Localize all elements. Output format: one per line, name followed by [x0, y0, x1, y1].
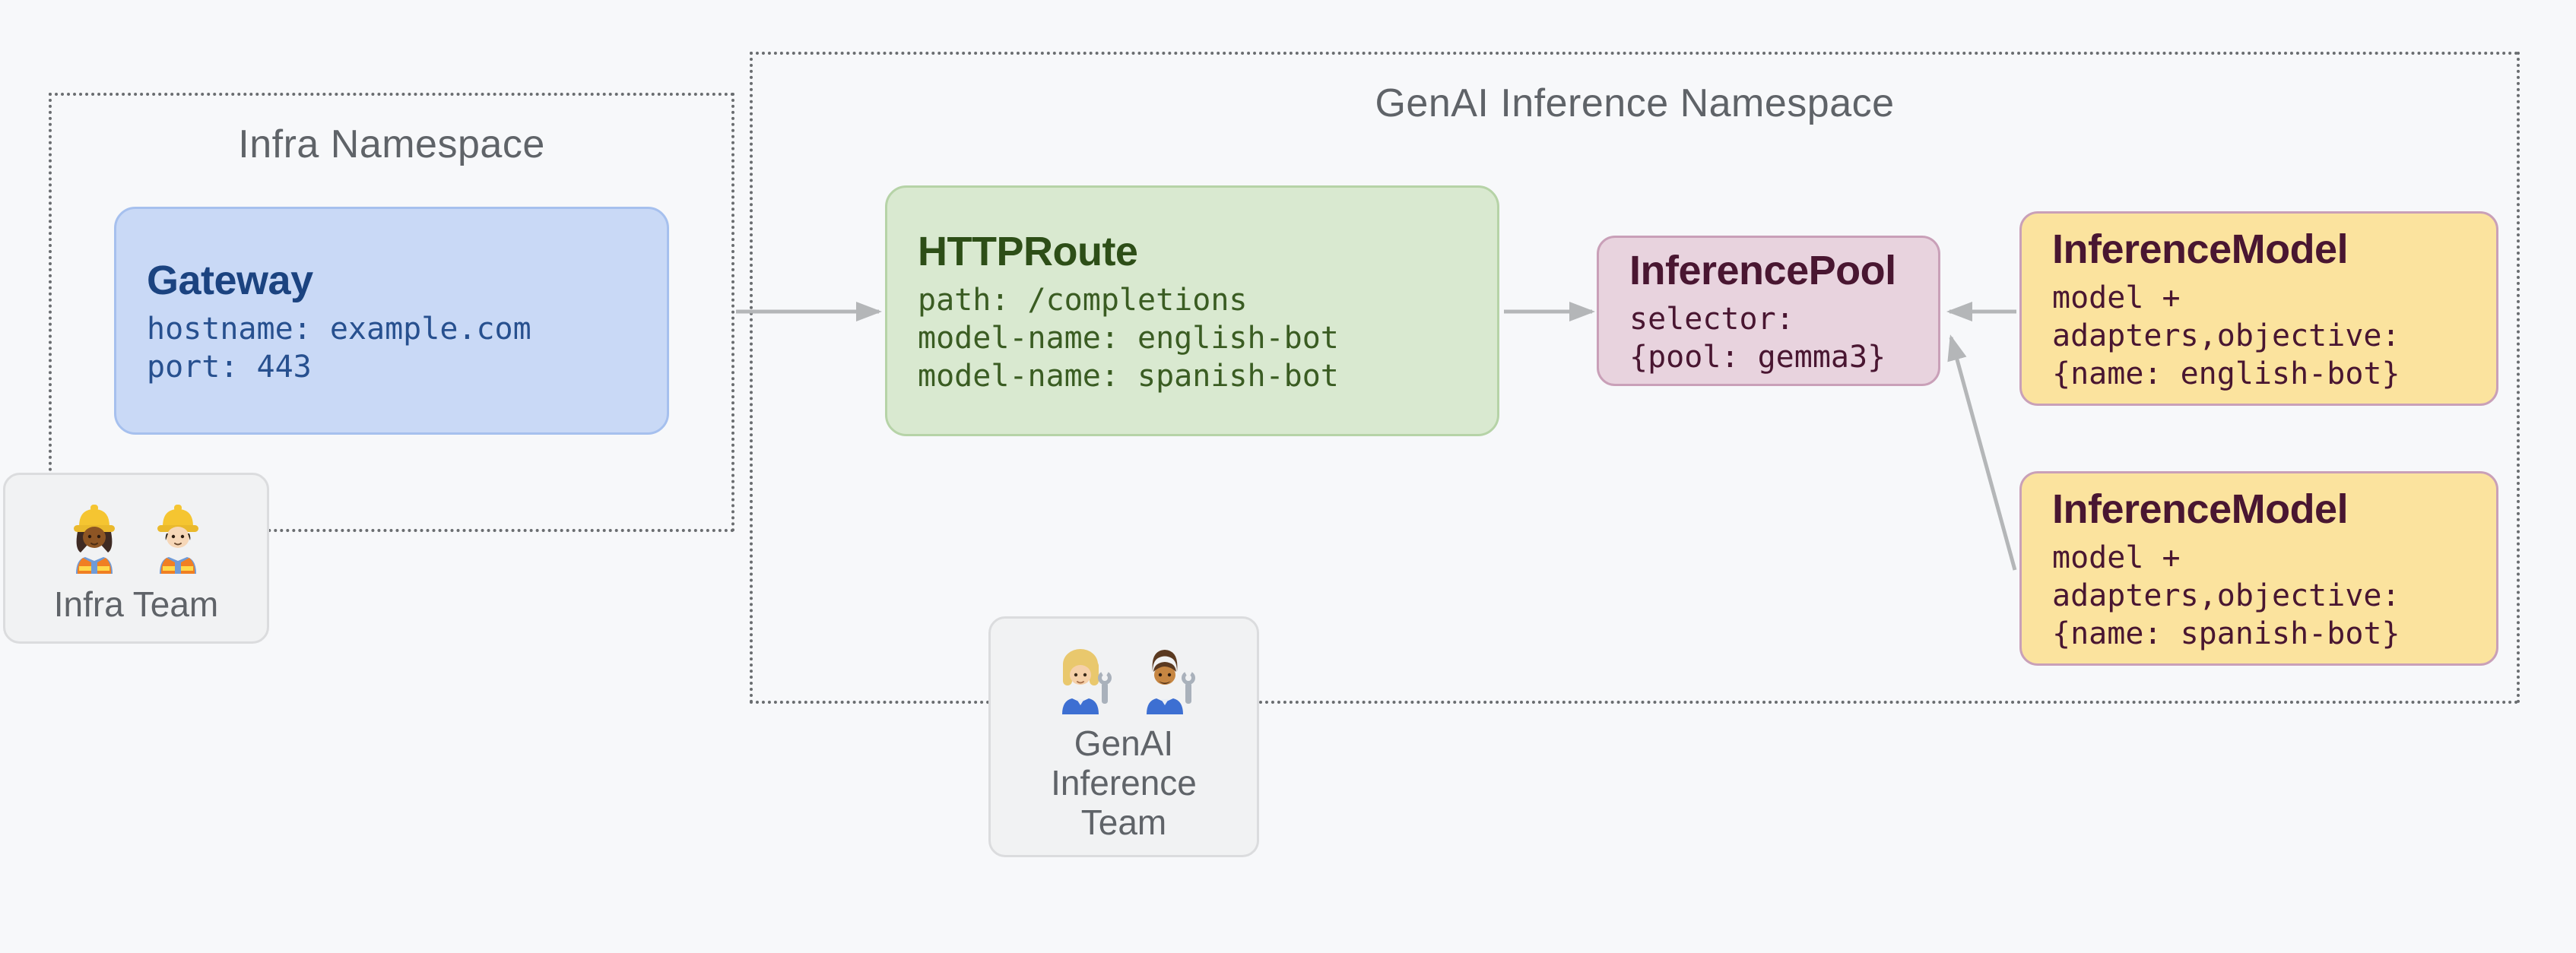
genai-team-card: GenAI Inference Team — [988, 616, 1259, 857]
inferencepool-title: InferencePool — [1629, 248, 1896, 293]
genai-namespace-box: GenAI Inference Namespace — [750, 52, 2520, 704]
inferencemodel-spanish-line3: {name: spanish-bot} — [2052, 616, 2400, 651]
inferencepool-selector: selector: — [1629, 302, 1794, 337]
infra-namespace-title: Infra Namespace — [238, 122, 545, 166]
man-mechanic-icon — [1147, 650, 1195, 714]
gateway-port: port: 443 — [147, 350, 312, 385]
gateway-node: Gateway hostname: example.com port: 443 — [114, 207, 669, 435]
genai-team-label: GenAI Inference Team — [1051, 723, 1197, 842]
infra-team-label: Infra Team — [53, 584, 219, 624]
woman-mechanic-icon — [1062, 649, 1112, 714]
httproute-model-spanish: model-name: spanish-bot — [918, 359, 1339, 394]
inferencemodel-english-node: InferenceModel model + adapters,objectiv… — [2019, 211, 2498, 406]
edge-inferencemodel-spanish-to-inferencepool — [1947, 334, 2017, 571]
infra-namespace-box: Infra Namespace — [49, 93, 734, 532]
inferencemodel-english-line1: model + — [2052, 280, 2181, 315]
genai-team-label-line1: GenAI — [1074, 723, 1174, 763]
gateway-hostname: hostname: example.com — [147, 312, 531, 347]
inferencemodel-spanish-node: InferenceModel model + adapters,objectiv… — [2019, 471, 2498, 666]
inferencemodel-english-title: InferenceModel — [2052, 226, 2349, 272]
infra-team-card: Infra Team — [3, 473, 269, 644]
genai-team-label-line2: Inference — [1051, 763, 1197, 803]
inferencepool-pool: {pool: gemma3} — [1629, 340, 1886, 375]
man-construction-worker-icon — [157, 505, 198, 574]
httproute-title: HTTPRoute — [918, 229, 1138, 274]
inferencemodel-spanish-line1: model + — [2052, 540, 2181, 575]
inferencemodel-english-line2: adapters,objective: — [2052, 318, 2400, 353]
inferencemodel-spanish-line2: adapters,objective: — [2052, 578, 2400, 613]
genai-team-icons — [1044, 638, 1204, 714]
inferencemodel-spanish-title: InferenceModel — [2052, 486, 2349, 532]
httproute-model-english: model-name: english-bot — [918, 321, 1339, 356]
httproute-node: HTTPRoute path: /completions model-name:… — [885, 185, 1499, 436]
genai-team-label-line3: Team — [1080, 803, 1167, 842]
gateway-title: Gateway — [147, 258, 313, 303]
inferencepool-node: InferencePool selector: {pool: gemma3} — [1597, 236, 1940, 386]
infra-team-icons — [56, 498, 216, 574]
inferencemodel-english-line3: {name: english-bot} — [2052, 356, 2400, 391]
woman-construction-worker-icon — [74, 505, 115, 574]
httproute-path: path: /completions — [918, 283, 1248, 318]
genai-namespace-title: GenAI Inference Namespace — [1375, 81, 1895, 125]
